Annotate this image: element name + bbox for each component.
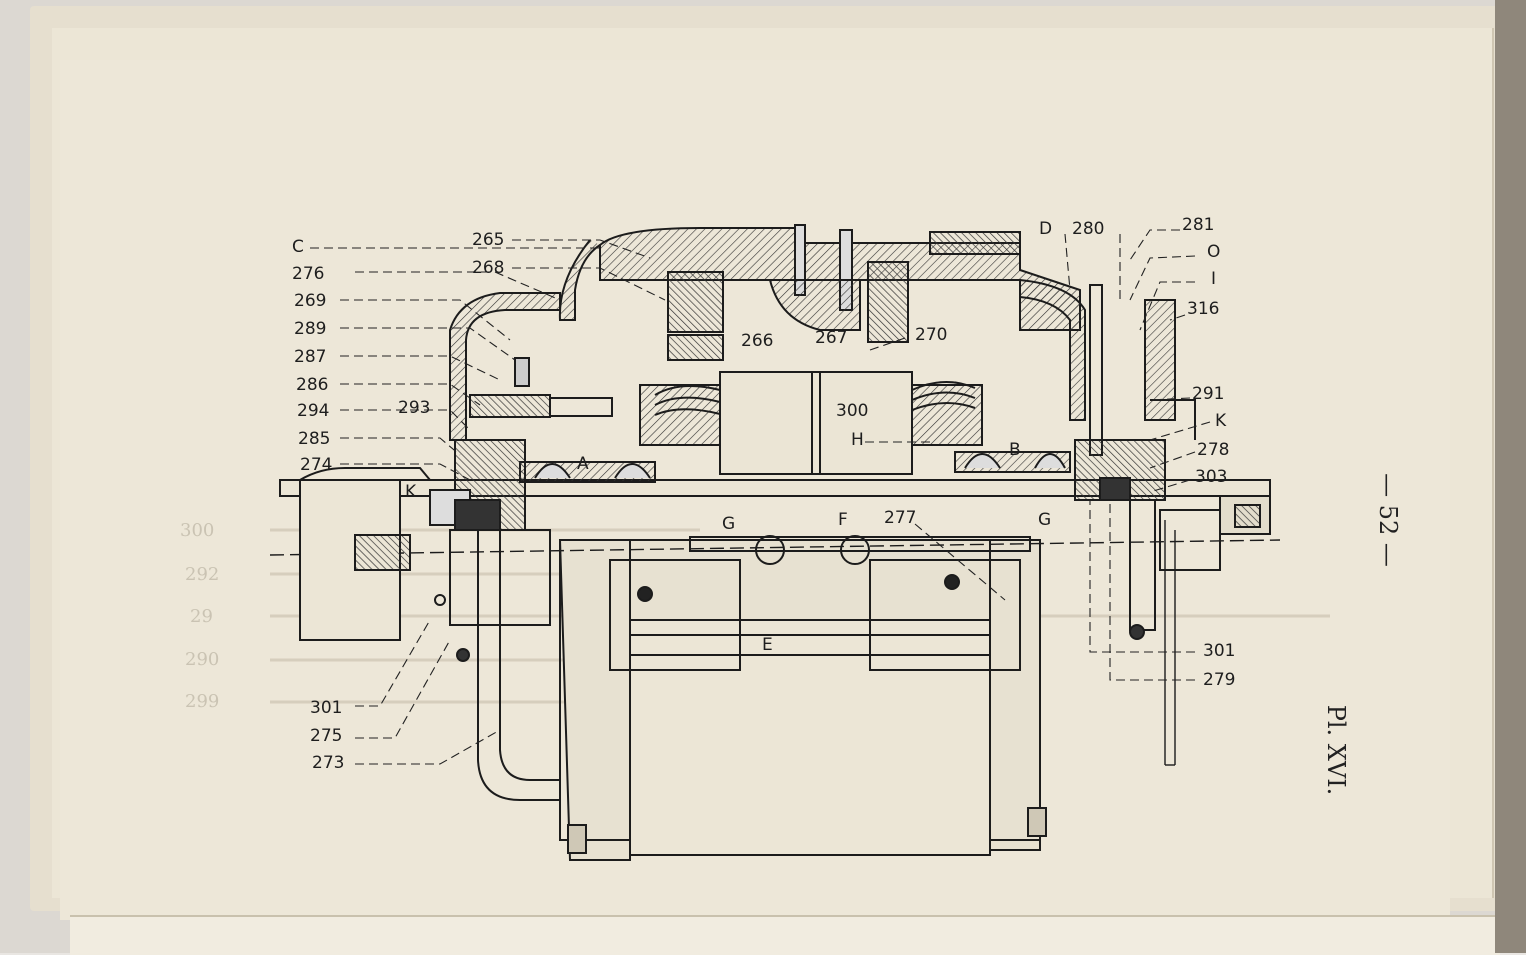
label-293: 293 bbox=[398, 398, 430, 418]
label-275: 275 bbox=[310, 726, 342, 746]
label-278: 278 bbox=[1197, 440, 1229, 460]
label-303: 303 bbox=[1195, 467, 1227, 487]
label-269: 269 bbox=[294, 291, 326, 311]
label-O: O bbox=[1207, 242, 1220, 262]
label-G-left: G bbox=[722, 514, 735, 534]
label-294: 294 bbox=[297, 401, 329, 421]
part-labels: C 276 269 289 287 286 294 293 285 274 K … bbox=[292, 215, 1235, 773]
label-H: H bbox=[851, 430, 864, 450]
label-280: 280 bbox=[1072, 219, 1104, 239]
motor-cross-section bbox=[269, 224, 1281, 861]
label-K-left: K bbox=[405, 482, 417, 502]
label-279: 279 bbox=[1203, 670, 1235, 690]
label-268: 268 bbox=[472, 258, 504, 278]
ghost-text: 29 bbox=[190, 606, 213, 627]
label-285: 285 bbox=[298, 429, 330, 449]
page-number: — 52 — bbox=[1374, 473, 1402, 567]
book-gutter bbox=[1495, 0, 1526, 953]
label-K-right: K bbox=[1215, 411, 1227, 431]
label-E: E bbox=[762, 635, 773, 655]
label-276: 276 bbox=[292, 264, 324, 284]
label-270: 270 bbox=[915, 325, 947, 345]
ghost-text: 299 bbox=[185, 691, 219, 712]
next-page-edge bbox=[70, 915, 1500, 955]
label-D: D bbox=[1039, 219, 1052, 239]
label-G-right: G bbox=[1038, 510, 1051, 530]
label-F: F bbox=[838, 510, 848, 530]
label-300: 300 bbox=[836, 401, 868, 421]
label-287: 287 bbox=[294, 347, 326, 367]
label-301-left: 301 bbox=[310, 698, 342, 718]
label-266: 266 bbox=[741, 331, 773, 351]
label-286: 286 bbox=[296, 375, 328, 395]
label-301-right: 301 bbox=[1203, 641, 1235, 661]
label-291: 291 bbox=[1192, 384, 1224, 404]
ghost-text: 300 bbox=[180, 520, 214, 541]
label-316: 316 bbox=[1187, 299, 1219, 319]
label-C: C bbox=[292, 237, 304, 257]
label-B: B bbox=[1009, 440, 1021, 460]
label-281: 281 bbox=[1182, 215, 1214, 235]
leader-lines bbox=[310, 229, 1211, 765]
label-277: 277 bbox=[884, 508, 916, 528]
label-A: A bbox=[577, 454, 589, 474]
label-274: 274 bbox=[300, 455, 332, 475]
label-273: 273 bbox=[312, 753, 344, 773]
label-265: 265 bbox=[472, 230, 504, 250]
label-I: I bbox=[1211, 269, 1216, 289]
ghost-text: 290 bbox=[185, 649, 219, 670]
label-267: 267 bbox=[815, 328, 847, 348]
label-289: 289 bbox=[294, 319, 326, 339]
ghost-text: 292 bbox=[185, 564, 219, 585]
plate-title: Pl. XVI. bbox=[1322, 705, 1350, 796]
